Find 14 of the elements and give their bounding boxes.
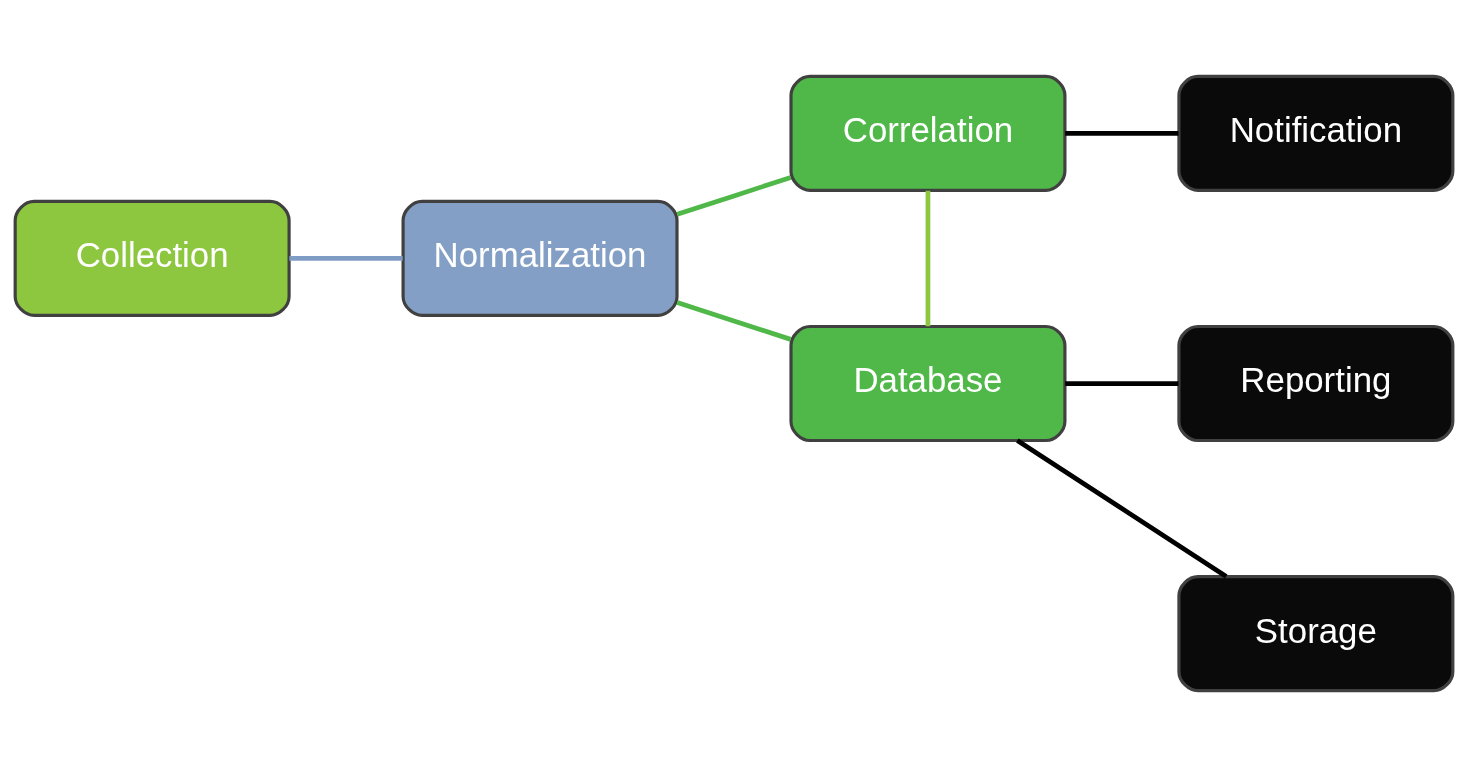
connector — [1065, 130, 1179, 136]
connector — [925, 190, 931, 327]
connector — [289, 256, 403, 261]
node-box: Reporting — [1177, 324, 1455, 443]
node-box: Collection — [13, 199, 291, 317]
node-box: Correlation — [789, 74, 1067, 192]
node-box: Storage — [1177, 575, 1455, 693]
node-box: Normalization — [401, 199, 679, 317]
connector — [676, 300, 792, 342]
node-box: Notification — [1177, 74, 1455, 192]
connector — [1065, 381, 1179, 386]
node-box: Database — [789, 324, 1067, 443]
connector — [676, 175, 792, 217]
connector — [1016, 438, 1228, 579]
